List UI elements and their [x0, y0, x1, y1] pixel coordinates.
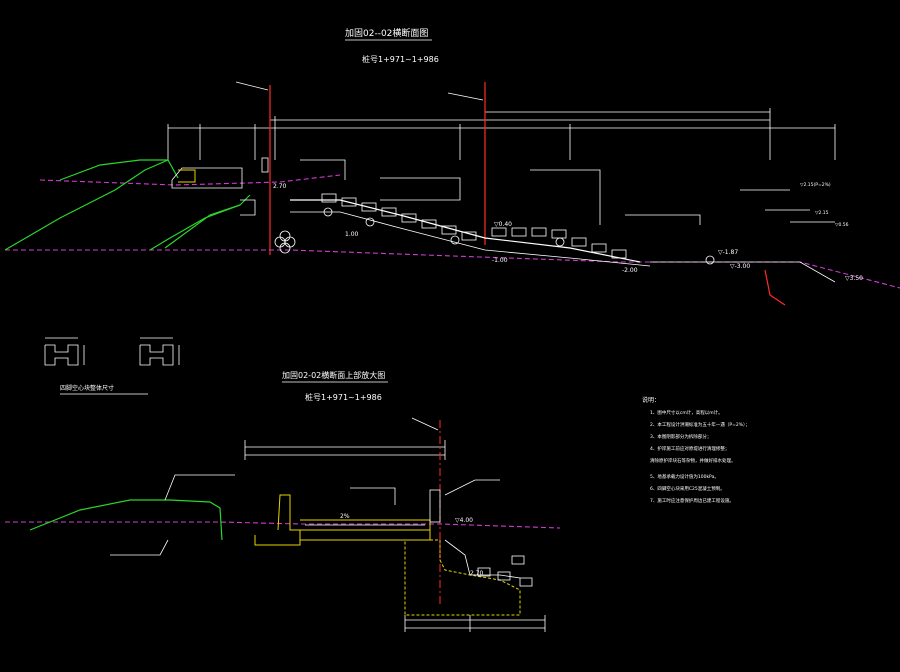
- main-cross-section: 加固02--02横断面图 桩号1+971~1+986: [4, 27, 900, 306]
- detail-leader-2: [444, 479, 500, 496]
- detail-design-line: [5, 521, 561, 529]
- elev-100-mid: -1.00: [492, 257, 508, 264]
- note-2: 2、本工程设计洪潮标准为五十年一遇（P=2%）；: [650, 421, 750, 428]
- note-5: 5、地基承载力设计值为100kPa。: [650, 473, 719, 480]
- detail-section: 加固02-02横断面上部放大图 桩号1+971~1+986: [5, 370, 561, 632]
- leader-box-1: [300, 159, 346, 180]
- hollow-block-sketches: 四脚空心块整体尺寸: [44, 337, 180, 395]
- detail-leader-1: [350, 487, 396, 505]
- elev-200: -2.00: [622, 267, 638, 274]
- ground-left-slope: [4, 159, 179, 251]
- detail-elev-270: 2.70: [470, 570, 484, 577]
- design-bottom-line: [5, 249, 900, 289]
- elev-350: ▽3.50: [845, 275, 863, 282]
- crest-structure: [171, 167, 243, 189]
- armor-stones-slope: [323, 207, 715, 265]
- leader-box-2: [380, 177, 461, 201]
- block-sketch-1: [44, 337, 85, 366]
- note-4: 4、护岸施工前应对原堤进行清理修整；: [650, 445, 729, 452]
- block-sketch-label: 四脚空心块整体尺寸: [60, 384, 114, 392]
- detail-chainage: 桩号1+971~1+986: [305, 392, 382, 402]
- note-1: 1、图中尺寸以cm计，高程以m计。: [650, 409, 723, 416]
- dimension-ticks: [167, 108, 836, 160]
- notes-heading: 说明：: [642, 396, 660, 404]
- block-sketch-2: [139, 337, 180, 366]
- detail-slab-bottom: [300, 529, 431, 541]
- inner-slope-face: [164, 204, 241, 249]
- elev-300: ▽-3.00: [730, 263, 750, 270]
- leader-box-3: [530, 169, 601, 225]
- wave-wall: [261, 157, 269, 173]
- elev-270: 2.70: [273, 183, 287, 190]
- elev-040: ▽0.40: [494, 221, 512, 228]
- detail-wave-wall: [429, 489, 441, 523]
- elev-right-low: ▽0.56: [835, 222, 849, 228]
- elev-100-left: 1.00: [345, 231, 359, 238]
- right-seabed: [650, 261, 836, 283]
- detail-toe-outline: [444, 539, 521, 579]
- hollow-blocks-slope: [321, 193, 627, 259]
- toe-structure-left: [240, 199, 256, 216]
- detail-ground: [29, 499, 223, 541]
- detail-elev-400: ▽4.00: [455, 517, 473, 524]
- main-section-chainage: 桩号1+971~1+986: [362, 54, 439, 64]
- note-3: 3、本图阴影部分为拆除部分；: [650, 433, 711, 440]
- leader-box-4: [625, 214, 701, 225]
- revetment-slope-bottom: [290, 211, 651, 267]
- armor-stone-left: [274, 230, 296, 254]
- notes-block: 说明： 1、图中尺寸以cm计，高程以m计。 2、本工程设计洪潮标准为五十年一遇（…: [642, 396, 750, 504]
- detail-slope-pct: 2%: [340, 513, 350, 520]
- detail-centerline-leader: [411, 417, 439, 431]
- centerline-leader-right: [447, 92, 484, 101]
- note-6: 6、四脚空心块采用C25混凝土预制。: [650, 485, 725, 492]
- detail-toe-blocks: [477, 555, 533, 587]
- revetment-slope-top: [290, 199, 641, 263]
- note-4b: 清除原护岸块石等杂物，并做好排水处理。: [650, 457, 736, 464]
- design-top-line: [39, 174, 341, 186]
- detail-lower-leader: [110, 539, 169, 556]
- main-section-title: 加固02--02横断面图: [345, 27, 428, 39]
- elev-187: ▽-1.87: [718, 249, 738, 256]
- ground-left-top: [59, 159, 168, 181]
- detail-ground-leader: [164, 474, 235, 501]
- note-7: 7、施工时应注意保护周边已建工程设施。: [650, 497, 734, 504]
- detail-title: 加固02-02横断面上部放大图: [282, 370, 385, 380]
- detail-toe-dashed: [404, 539, 521, 616]
- elev-215-right: ▽2.15(P=2%): [800, 182, 831, 188]
- right-red-boundary: [764, 269, 786, 306]
- detail-crest-structure: [254, 494, 301, 546]
- centerline-leader-left: [235, 81, 269, 91]
- crest-structure-yellow: [178, 169, 196, 183]
- elev-right-mid: ▽2.15: [815, 210, 829, 216]
